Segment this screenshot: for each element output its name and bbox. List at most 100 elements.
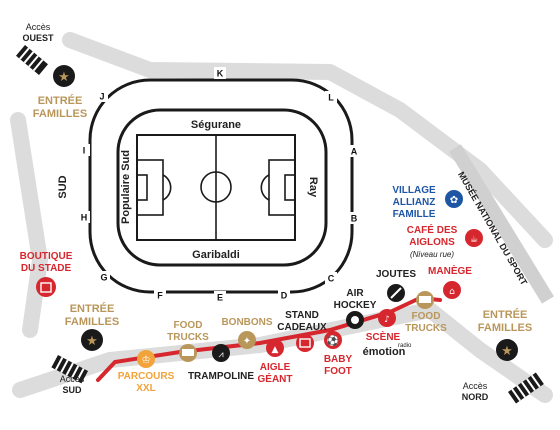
bag-glyph <box>40 282 52 293</box>
family-entrance-west-line2: FAMILLES <box>33 108 87 120</box>
family-entrance-south-line1: ENTRÉE <box>70 302 115 315</box>
star-glyph: ★ <box>501 344 513 359</box>
village-icon[interactable] <box>445 190 463 208</box>
gate-e: E <box>214 291 226 303</box>
bonbons-label: BONBONS <box>221 317 272 328</box>
puck-glyph <box>351 316 359 324</box>
star-glyph: ★ <box>58 70 70 85</box>
baby-foot-line1: BABY <box>324 354 353 365</box>
svg-text:B: B <box>351 213 358 223</box>
access-west-stripes-icon <box>16 45 48 76</box>
trophy-glyph: ♔ <box>142 355 151 366</box>
gate-f: F <box>154 289 166 301</box>
pitch <box>136 134 296 241</box>
access-north-line1: Accès <box>463 381 488 391</box>
scene-icon[interactable] <box>378 309 396 327</box>
carousel-glyph: ⌂ <box>449 287 455 297</box>
truck-glyph <box>182 349 194 356</box>
aigle-line2: GÉANT <box>258 372 293 385</box>
star-glyph: ★ <box>86 334 98 349</box>
family-entrance-north-line1: ENTRÉE <box>483 308 528 321</box>
family-entrance-west-star-icon <box>53 65 75 87</box>
svg-text:I: I <box>83 145 86 155</box>
gate-b: B <box>348 212 360 224</box>
baby-foot-icon[interactable] <box>324 331 342 349</box>
svg-text:J: J <box>99 91 104 101</box>
access-north-stripes-icon <box>508 372 544 404</box>
family-entrance-north-star-icon <box>496 339 518 361</box>
access-south-stripes-icon <box>51 355 89 384</box>
svg-text:D: D <box>281 290 288 300</box>
stand-cadeaux-line2: CADEAUX <box>277 322 327 333</box>
gift-glyph <box>299 338 311 348</box>
svg-text:G: G <box>100 272 107 282</box>
boutique-line2: DU STADE <box>21 263 72 274</box>
mic-glyph: ♪ <box>384 315 390 325</box>
truck-glyph <box>419 296 431 303</box>
cafe-icon[interactable] <box>465 229 483 247</box>
cup-glyph: ☕ <box>470 235 478 245</box>
family-entrance-south-star-icon <box>81 329 103 351</box>
joutes-label: JOUTES <box>376 269 416 280</box>
access-west-line2: OUEST <box>22 33 54 43</box>
village-glyph: ✿ <box>450 195 458 206</box>
gate-g: G <box>98 271 110 283</box>
svg-text:K: K <box>217 68 224 78</box>
parcours-icon[interactable] <box>137 350 155 368</box>
boutique-bag-icon[interactable] <box>36 277 56 297</box>
family-entrance-south-line2: FAMILLES <box>65 316 119 328</box>
air-hockey-line2: HOCKEY <box>334 300 377 311</box>
gate-i: I <box>78 144 90 156</box>
svg-text:L: L <box>328 92 334 102</box>
trampoline-icon[interactable] <box>212 344 230 362</box>
bonbons-icon[interactable] <box>238 331 256 349</box>
stand-south-label: Garibaldi <box>192 249 240 261</box>
scene-radio-label: radio <box>398 343 412 349</box>
red-walkway <box>96 295 442 382</box>
access-north-line2: NORD <box>462 392 489 402</box>
food-trucks-right-line2: TRUCKS <box>405 323 447 334</box>
parcours-line1: PARCOURS <box>118 371 175 382</box>
manege-icon[interactable] <box>443 281 461 299</box>
cafe-line2: AIGLONS <box>409 237 455 248</box>
air-hockey-line1: AIR <box>346 288 364 299</box>
eagle-glyph: ▲ <box>272 345 279 355</box>
access-west-line1: Accès <box>26 22 51 32</box>
gate-c: C <box>325 272 337 284</box>
gate-k: K <box>214 67 226 79</box>
stand-cadeaux-gift-icon[interactable] <box>296 334 314 352</box>
family-entrance-west-line1: ENTRÉE <box>38 94 83 107</box>
aigle-icon[interactable] <box>266 339 284 357</box>
scene-emotion-label: émotion <box>363 346 406 358</box>
trampoline-label: TRAMPOLINE <box>188 371 254 382</box>
svg-text:E: E <box>217 292 223 302</box>
outer-sud-label: SUD <box>57 175 69 198</box>
trampoline-glyph: ⩘ <box>218 350 223 360</box>
gate-d: D <box>278 289 290 301</box>
joust-glyph <box>390 287 402 299</box>
gates: K J L I A H B G C F E D <box>78 67 360 303</box>
museum-road <box>449 144 554 304</box>
svg-text:A: A <box>351 146 358 156</box>
stand-west-label: Populaire Sud <box>120 150 132 224</box>
access-south-line2: SUD <box>62 385 82 395</box>
manege-label: MANÈGE <box>428 264 472 277</box>
ball-glyph: ⚽ <box>326 334 339 347</box>
village-line1: VILLAGE <box>392 185 436 196</box>
stand-north-label: Ségurane <box>191 119 241 131</box>
cafe-note: (Niveau rue) <box>410 250 454 259</box>
baby-foot-line2: FOOT <box>324 366 352 377</box>
parcours-line2: XXL <box>136 383 155 394</box>
family-entrance-north-line2: FAMILLES <box>478 322 532 334</box>
candy-glyph: ✦ <box>243 336 251 347</box>
village-line2: ALLIANZ <box>393 197 436 208</box>
food-trucks-left-line1: FOOD <box>174 320 203 331</box>
food-trucks-right-line1: FOOD <box>412 311 441 322</box>
gate-l: L <box>325 91 337 103</box>
stand-cadeaux-line1: STAND <box>285 310 319 321</box>
gate-j: J <box>96 90 108 102</box>
village-line3: FAMILLE <box>393 209 436 220</box>
stand-east-label: Ray <box>307 177 319 198</box>
boutique-line1: BOUTIQUE <box>20 251 73 262</box>
